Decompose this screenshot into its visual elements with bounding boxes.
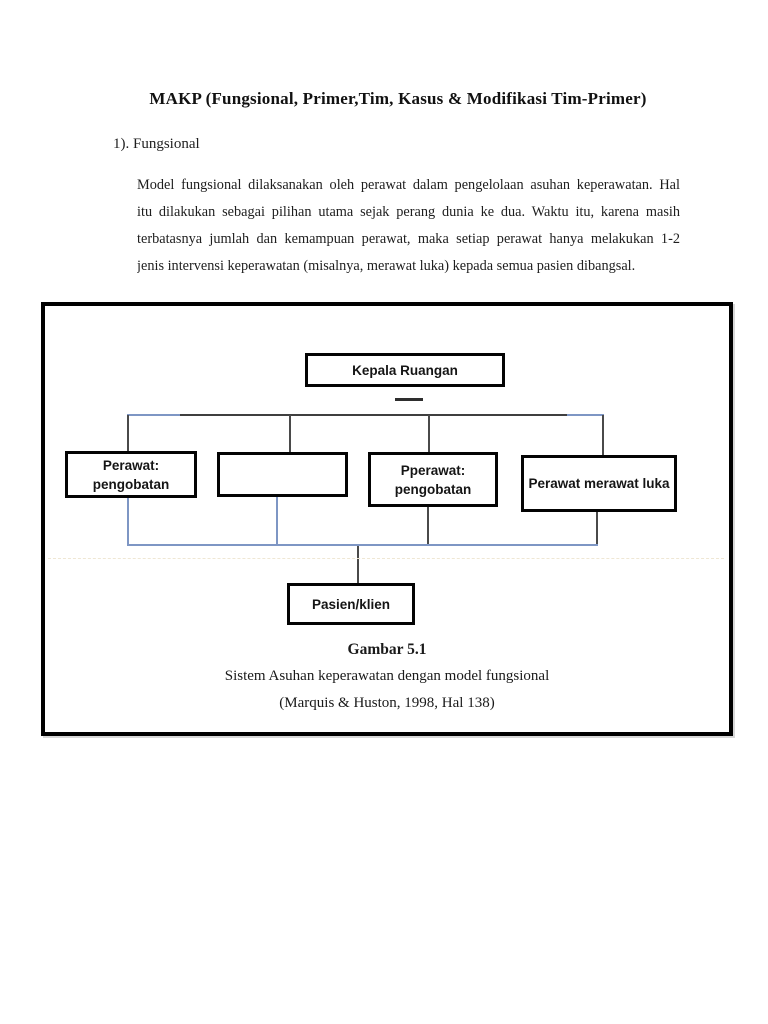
- paragraph-line: itu dilakukan sebagai pilihan utama seja…: [137, 204, 680, 220]
- connector-drop-patient: [357, 546, 359, 583]
- connector-riser-child1: [127, 498, 129, 545]
- body-paragraph: Model fungsional dilaksanakan oleh peraw…: [137, 172, 680, 280]
- node-label-line: Perawat merawat luka: [528, 476, 670, 491]
- connector-top-rail-left: [127, 414, 180, 416]
- faint-dashed-line: [48, 558, 724, 559]
- node-label-line: pengobatan: [92, 476, 170, 492]
- connector-riser-child3: [427, 507, 429, 545]
- connector-drop-child3: [428, 415, 430, 452]
- connector-riser-child4: [596, 512, 598, 545]
- figure-caption-text: Sistem Asuhan keperawatan dengan model f…: [224, 668, 550, 684]
- connector-drop-child1: [127, 415, 129, 452]
- diagram-node-perawat-pengobatan: Perawat: pengobatan: [65, 451, 197, 498]
- node-label-line: pengobatan: [394, 481, 472, 497]
- paragraph-line: jenis intervensi keperawatan (misalnya, …: [137, 258, 636, 274]
- node-label-line: Pperawat:: [400, 462, 466, 478]
- figure-caption-source: (Marquis & Huston, 1998, Hal 138): [279, 695, 495, 711]
- section-label: 1). Fungsional: [113, 136, 200, 152]
- diagram-node-empty: [217, 452, 348, 497]
- connector-top-rail: [180, 414, 567, 416]
- figure-caption-label: Gambar 5.1: [347, 641, 427, 658]
- diagram-node-pperawat-pengobatan: Pperawat: pengobatan: [368, 452, 498, 507]
- connector-drop-child4: [602, 415, 604, 455]
- node-label: Kepala Ruangan: [352, 362, 458, 378]
- paragraph-line: Model fungsional dilaksanakan oleh peraw…: [137, 177, 680, 193]
- connector-top-rail-right: [567, 414, 604, 416]
- connector-bottom-rail: [127, 544, 598, 546]
- connector-riser-child2: [276, 497, 278, 545]
- diagram-node-kepala-ruangan: Kepala Ruangan: [305, 353, 505, 387]
- diagram-node-perawat-merawat-luka: Perawat merawat luka: [521, 455, 677, 512]
- node-label-line: Perawat:: [102, 457, 160, 473]
- figure-frame: [41, 302, 733, 736]
- page-title: MAKP (Fungsional, Primer,Tim, Kasus & Mo…: [149, 89, 647, 108]
- root-connector-dash: [395, 398, 423, 401]
- diagram-node-pasien-klien: Pasien/klien: [287, 583, 415, 625]
- connector-drop-child2: [289, 415, 291, 452]
- paragraph-line: terbatasnya jumlah dan kemampuan perawat…: [137, 231, 680, 247]
- node-label: Pasien/klien: [311, 596, 391, 612]
